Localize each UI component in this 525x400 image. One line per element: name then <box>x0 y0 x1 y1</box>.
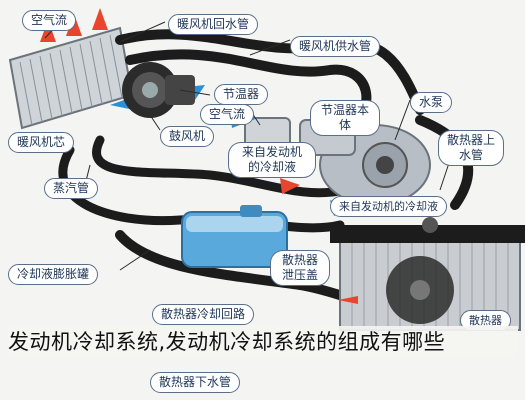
label-engine-coolant: 来自发动机的冷却液 <box>228 142 316 178</box>
label-heater-core: 暖风机芯 <box>8 132 75 153</box>
label-heater-return-pipe: 暖风机回水管 <box>168 14 259 35</box>
label-thermostat-body: 节温器本体 <box>310 100 380 136</box>
engine-block <box>244 117 431 206</box>
label-radiator-lower-pipe: 散热器下水管 <box>150 372 241 393</box>
coolant-reservoir-tank <box>181 205 288 268</box>
label-radiator-cap: 散热器泄压盖 <box>270 250 330 286</box>
label-air-flow-2: 空气流 <box>200 104 255 125</box>
label-heater-supply-pipe: 暖风机供水管 <box>290 36 381 57</box>
hot-coolant-arrow <box>338 296 358 304</box>
label-water-pump: 水泵 <box>410 92 453 113</box>
label-radiator-return: 散热器冷却回路 <box>152 304 255 325</box>
label-steam-pipe: 蒸汽管 <box>44 178 99 199</box>
label-blower: 鼓风机 <box>160 126 215 147</box>
label-thermostat: 节温器 <box>214 84 269 105</box>
label-air-flow: 空气流 <box>22 10 77 31</box>
label-coolant-reservoir: 冷却液膨胀罐 <box>8 264 99 285</box>
label-coolant-to-radiator: 来自发动机的冷却液 <box>330 196 447 217</box>
label-radiator-upper-pipe: 散热器上水管 <box>438 130 504 166</box>
caption-text: 发动机冷却系统,发动机冷却系统的组成有哪些 <box>8 326 518 358</box>
